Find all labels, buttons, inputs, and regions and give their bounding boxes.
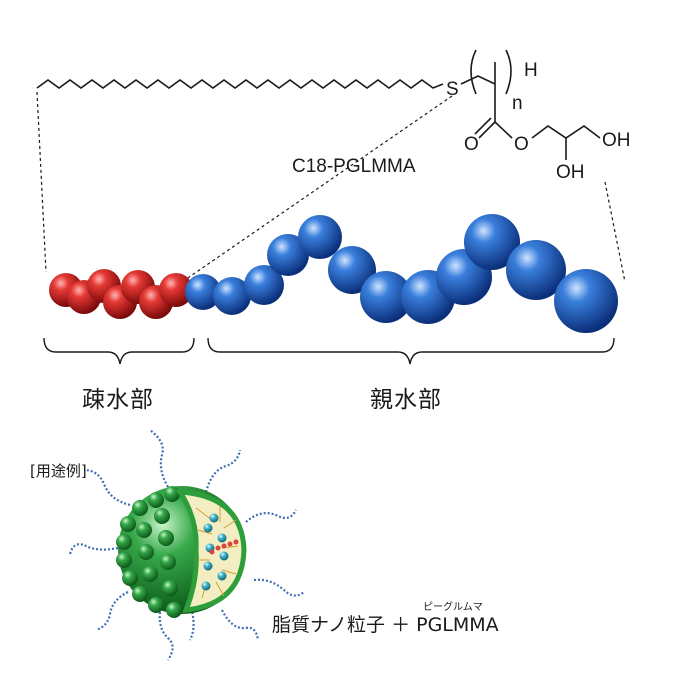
hydrophilic-bead — [298, 215, 342, 259]
hydrophilic-bead — [360, 271, 412, 323]
hydrophobic-beads — [49, 269, 193, 319]
ester-ether-bond — [494, 121, 513, 139]
hydrophobic-brace — [43, 337, 195, 365]
repeat-bracket-left — [470, 49, 477, 95]
braces — [43, 337, 615, 365]
ester-carbonyl-bond — [478, 121, 496, 139]
connector-right — [604, 181, 626, 283]
hydrophilic-bead — [185, 274, 221, 310]
repeat-n-label: n — [512, 93, 523, 114]
usage-heading: [用途例] — [30, 462, 87, 480]
cargo-molecules — [201, 513, 229, 591]
glyceryl-chain — [531, 125, 601, 139]
lipid-tails — [195, 506, 239, 599]
hydrophilic-bead — [464, 214, 520, 270]
s-to-backbone-bond — [460, 75, 496, 85]
hydrophilic-beads — [185, 214, 618, 333]
pglmma-furigana: ピーグルムマ — [423, 602, 483, 613]
lipid-nanoparticle — [68, 429, 305, 661]
hydrophilic-label: 親水部 — [370, 387, 442, 413]
peg-tails — [68, 429, 305, 661]
usage-caption: 脂質ナノ粒子 ＋ PGLMMA — [272, 614, 499, 636]
hydroxyl-bottom-label: OH — [556, 162, 585, 183]
ester-o-label: O — [514, 134, 529, 155]
polymer-name-label: C18-PGLMMA — [292, 156, 416, 177]
hydrophilic-bead — [213, 277, 251, 315]
hydrophilic-bead — [244, 265, 284, 305]
nucleic-acid — [209, 539, 239, 555]
connector-lines — [36, 91, 626, 283]
lipid-heads — [116, 486, 182, 618]
hydrophobic-bead — [159, 273, 193, 307]
hydrogen-end-label: H — [524, 60, 538, 81]
connector-left — [36, 91, 47, 273]
ester-carbonyl-double — [474, 117, 492, 135]
hydrophilic-bead — [328, 246, 376, 294]
hydrophilic-bead — [506, 240, 566, 300]
hydrophilic-bead — [554, 269, 618, 333]
repeat-bracket-right — [505, 49, 512, 95]
hydroxyl-top-label: OH — [602, 130, 631, 151]
alkyl-chain — [36, 79, 444, 89]
carbonyl-o-label: O — [464, 134, 479, 155]
hydrophilic-bead — [267, 234, 309, 276]
polymer-backbone — [460, 49, 601, 160]
connector-middle — [181, 95, 453, 283]
hydrophilic-brace — [207, 337, 615, 365]
hydrophobic-label: 疎水部 — [82, 387, 154, 413]
sulfur-atom-label: S — [446, 79, 459, 100]
